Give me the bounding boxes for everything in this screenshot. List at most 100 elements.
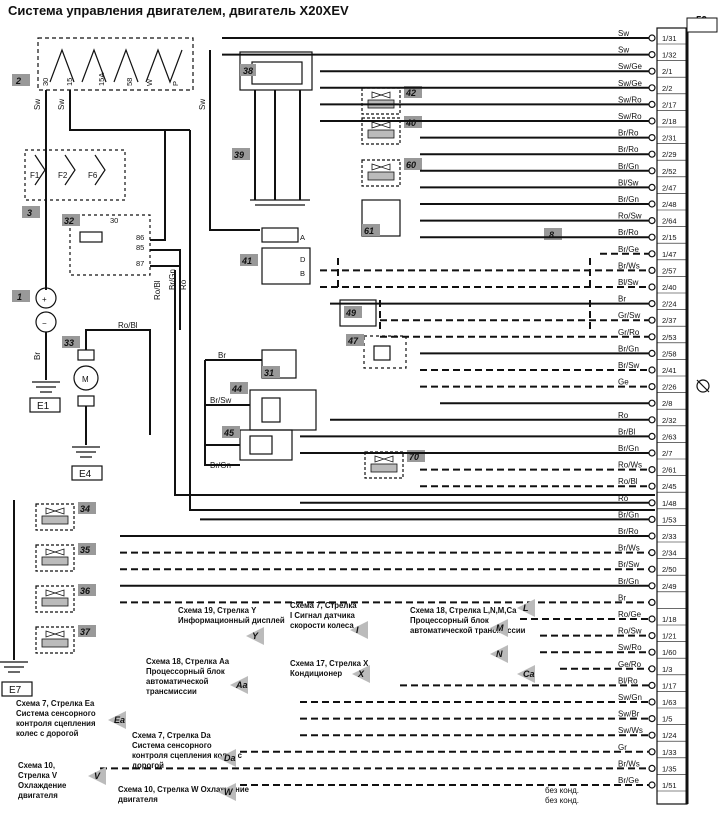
pin-terminal xyxy=(648,482,656,490)
relay-32: 30 86 85 87 xyxy=(69,214,151,276)
pin-label: 2/31 xyxy=(662,134,677,143)
svg-text:Aa: Aa xyxy=(235,680,248,690)
pin-label: 1/18 xyxy=(662,615,677,624)
wire-color-label: Br/Ro xyxy=(618,129,639,138)
pin-terminal xyxy=(648,67,656,75)
pin-label: 1/3 xyxy=(662,665,672,674)
svg-text:+: + xyxy=(42,295,47,304)
fuse-terminal: 15 xyxy=(65,78,74,86)
pin-label: 2/40 xyxy=(662,283,677,292)
fuse-terminal: W xyxy=(145,78,154,86)
arrow-ca: Ca xyxy=(517,665,535,683)
component-44: 44 xyxy=(231,384,242,394)
arrow-ea: Ea xyxy=(108,711,126,729)
wire-color-label: Br/Ws xyxy=(618,261,640,270)
wire-color-label: Br/Gn xyxy=(618,577,639,586)
component-33: 33 xyxy=(64,338,74,348)
svg-text:Кондиционер: Кондиционер xyxy=(290,669,342,678)
wire-color-label: Sw/Br xyxy=(618,710,640,719)
arrow-x: X xyxy=(352,665,370,683)
pin-label: 2/1 xyxy=(662,67,672,76)
wire-color-label: Ro/Ws xyxy=(618,461,642,470)
svg-text:X: X xyxy=(357,669,365,679)
pin-label: 2/17 xyxy=(662,100,677,109)
pin-label: 1/51 xyxy=(662,781,677,790)
svg-text:Система сенсорного: Система сенсорного xyxy=(16,709,96,718)
pin-label: 2/49 xyxy=(662,582,677,591)
wire-color-label: Sw/Ro xyxy=(618,112,642,121)
svg-text:скорости колеса: скорости колеса xyxy=(290,621,354,630)
wire-color-label: Gr/Sw xyxy=(618,311,640,320)
component-3: 3 xyxy=(27,208,32,218)
pin-terminal xyxy=(648,366,656,374)
component-61: 61 xyxy=(364,226,374,236)
pin-label: 2/7 xyxy=(662,449,672,458)
pin-terminal xyxy=(648,432,656,440)
sensor-49 xyxy=(339,299,377,327)
pin-label: 1/47 xyxy=(662,250,677,259)
svg-text:Схема 19, Стрелка Y: Схема 19, Стрелка Y xyxy=(178,606,257,615)
pin-terminal xyxy=(648,681,656,690)
component-39: 39 xyxy=(234,150,244,160)
svg-text:Схема 7, Стрелка Da: Схема 7, Стрелка Da xyxy=(132,731,211,740)
svg-text:Y: Y xyxy=(252,631,259,641)
connector-pins: 1/311/322/12/22/172/182/312/292/522/472/… xyxy=(648,34,687,792)
wire-label-br-2: Br xyxy=(218,351,226,360)
wire-color-label: Sw/Ge xyxy=(618,79,643,88)
wire-color-label: Br/Sw xyxy=(618,361,640,370)
svg-text:Ea: Ea xyxy=(114,715,125,725)
wire-color-label: Br/Gn xyxy=(618,510,639,519)
pin-terminal xyxy=(648,117,656,125)
pin-label: 2/48 xyxy=(662,200,677,209)
pin-terminal xyxy=(648,648,656,656)
pin-label: 2/61 xyxy=(662,466,677,475)
svg-text:двигателя: двигателя xyxy=(118,795,158,804)
fuse-terminal: 58 xyxy=(125,78,134,86)
pin-terminal xyxy=(648,183,656,191)
arrow-l: L xyxy=(517,599,535,617)
sensor-45 xyxy=(239,429,293,461)
wire-color-label: Br/Ro xyxy=(618,228,639,237)
bez-kond-1: без конд. xyxy=(545,786,579,795)
wire-label-br-gn-1: Br/Gn xyxy=(168,269,177,290)
pin-terminal xyxy=(648,582,656,590)
pin-label: 2/33 xyxy=(662,532,677,541)
svg-text:колес с дорогой: колес с дорогой xyxy=(16,729,79,738)
pin-label: 1/21 xyxy=(662,632,677,641)
pin-terminal xyxy=(648,316,656,324)
component-35: 35 xyxy=(80,545,91,555)
pin-label: 1/63 xyxy=(662,698,677,707)
component-41: 41 xyxy=(241,256,252,266)
svg-text:Схема 7, Стрелка: Схема 7, Стрелка xyxy=(290,601,357,610)
arrow-v: V xyxy=(88,767,106,785)
wire-color-label: Sw xyxy=(618,29,629,38)
svg-text:M: M xyxy=(82,375,89,384)
wire-label-ro-bl-2: Ro/Bl xyxy=(118,321,138,330)
pin-label: 1/48 xyxy=(662,499,677,508)
wire-label-br-1: Br xyxy=(33,352,42,360)
wire-color-label: Br/Gn xyxy=(618,162,639,171)
svg-text:дорогой: дорогой xyxy=(132,761,164,770)
pin-terminal xyxy=(648,217,656,225)
injector-36 xyxy=(35,585,75,613)
injector-34 xyxy=(35,503,75,531)
pin-label: 1/35 xyxy=(662,764,677,773)
svg-text:A: A xyxy=(300,233,305,242)
pin-label: 2/2 xyxy=(662,84,672,93)
svg-text:Da: Da xyxy=(224,753,236,763)
wire-color-label: Bl/Sw xyxy=(618,278,639,287)
svg-text:контроля сцепления колес с: контроля сцепления колес с xyxy=(132,751,243,760)
pin-terminal xyxy=(648,665,656,673)
pin-label: 2/8 xyxy=(662,399,672,408)
svg-text:E4: E4 xyxy=(79,469,92,480)
svg-text:Схема 10,: Схема 10, xyxy=(18,761,55,770)
pin-terminal xyxy=(648,134,656,142)
wire-color-label: Br/Gn xyxy=(618,344,639,353)
pin-label: 2/41 xyxy=(662,366,677,375)
component-1: 1 xyxy=(17,292,22,302)
